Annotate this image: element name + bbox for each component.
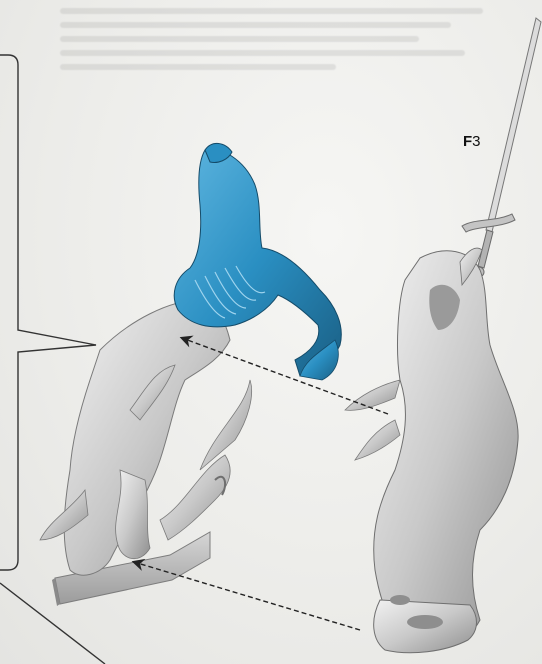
- right-model: [345, 18, 541, 653]
- step-label: F3: [463, 133, 481, 150]
- step-number: 3: [472, 133, 480, 150]
- left-model: [40, 143, 341, 606]
- step-prefix: F: [463, 133, 472, 150]
